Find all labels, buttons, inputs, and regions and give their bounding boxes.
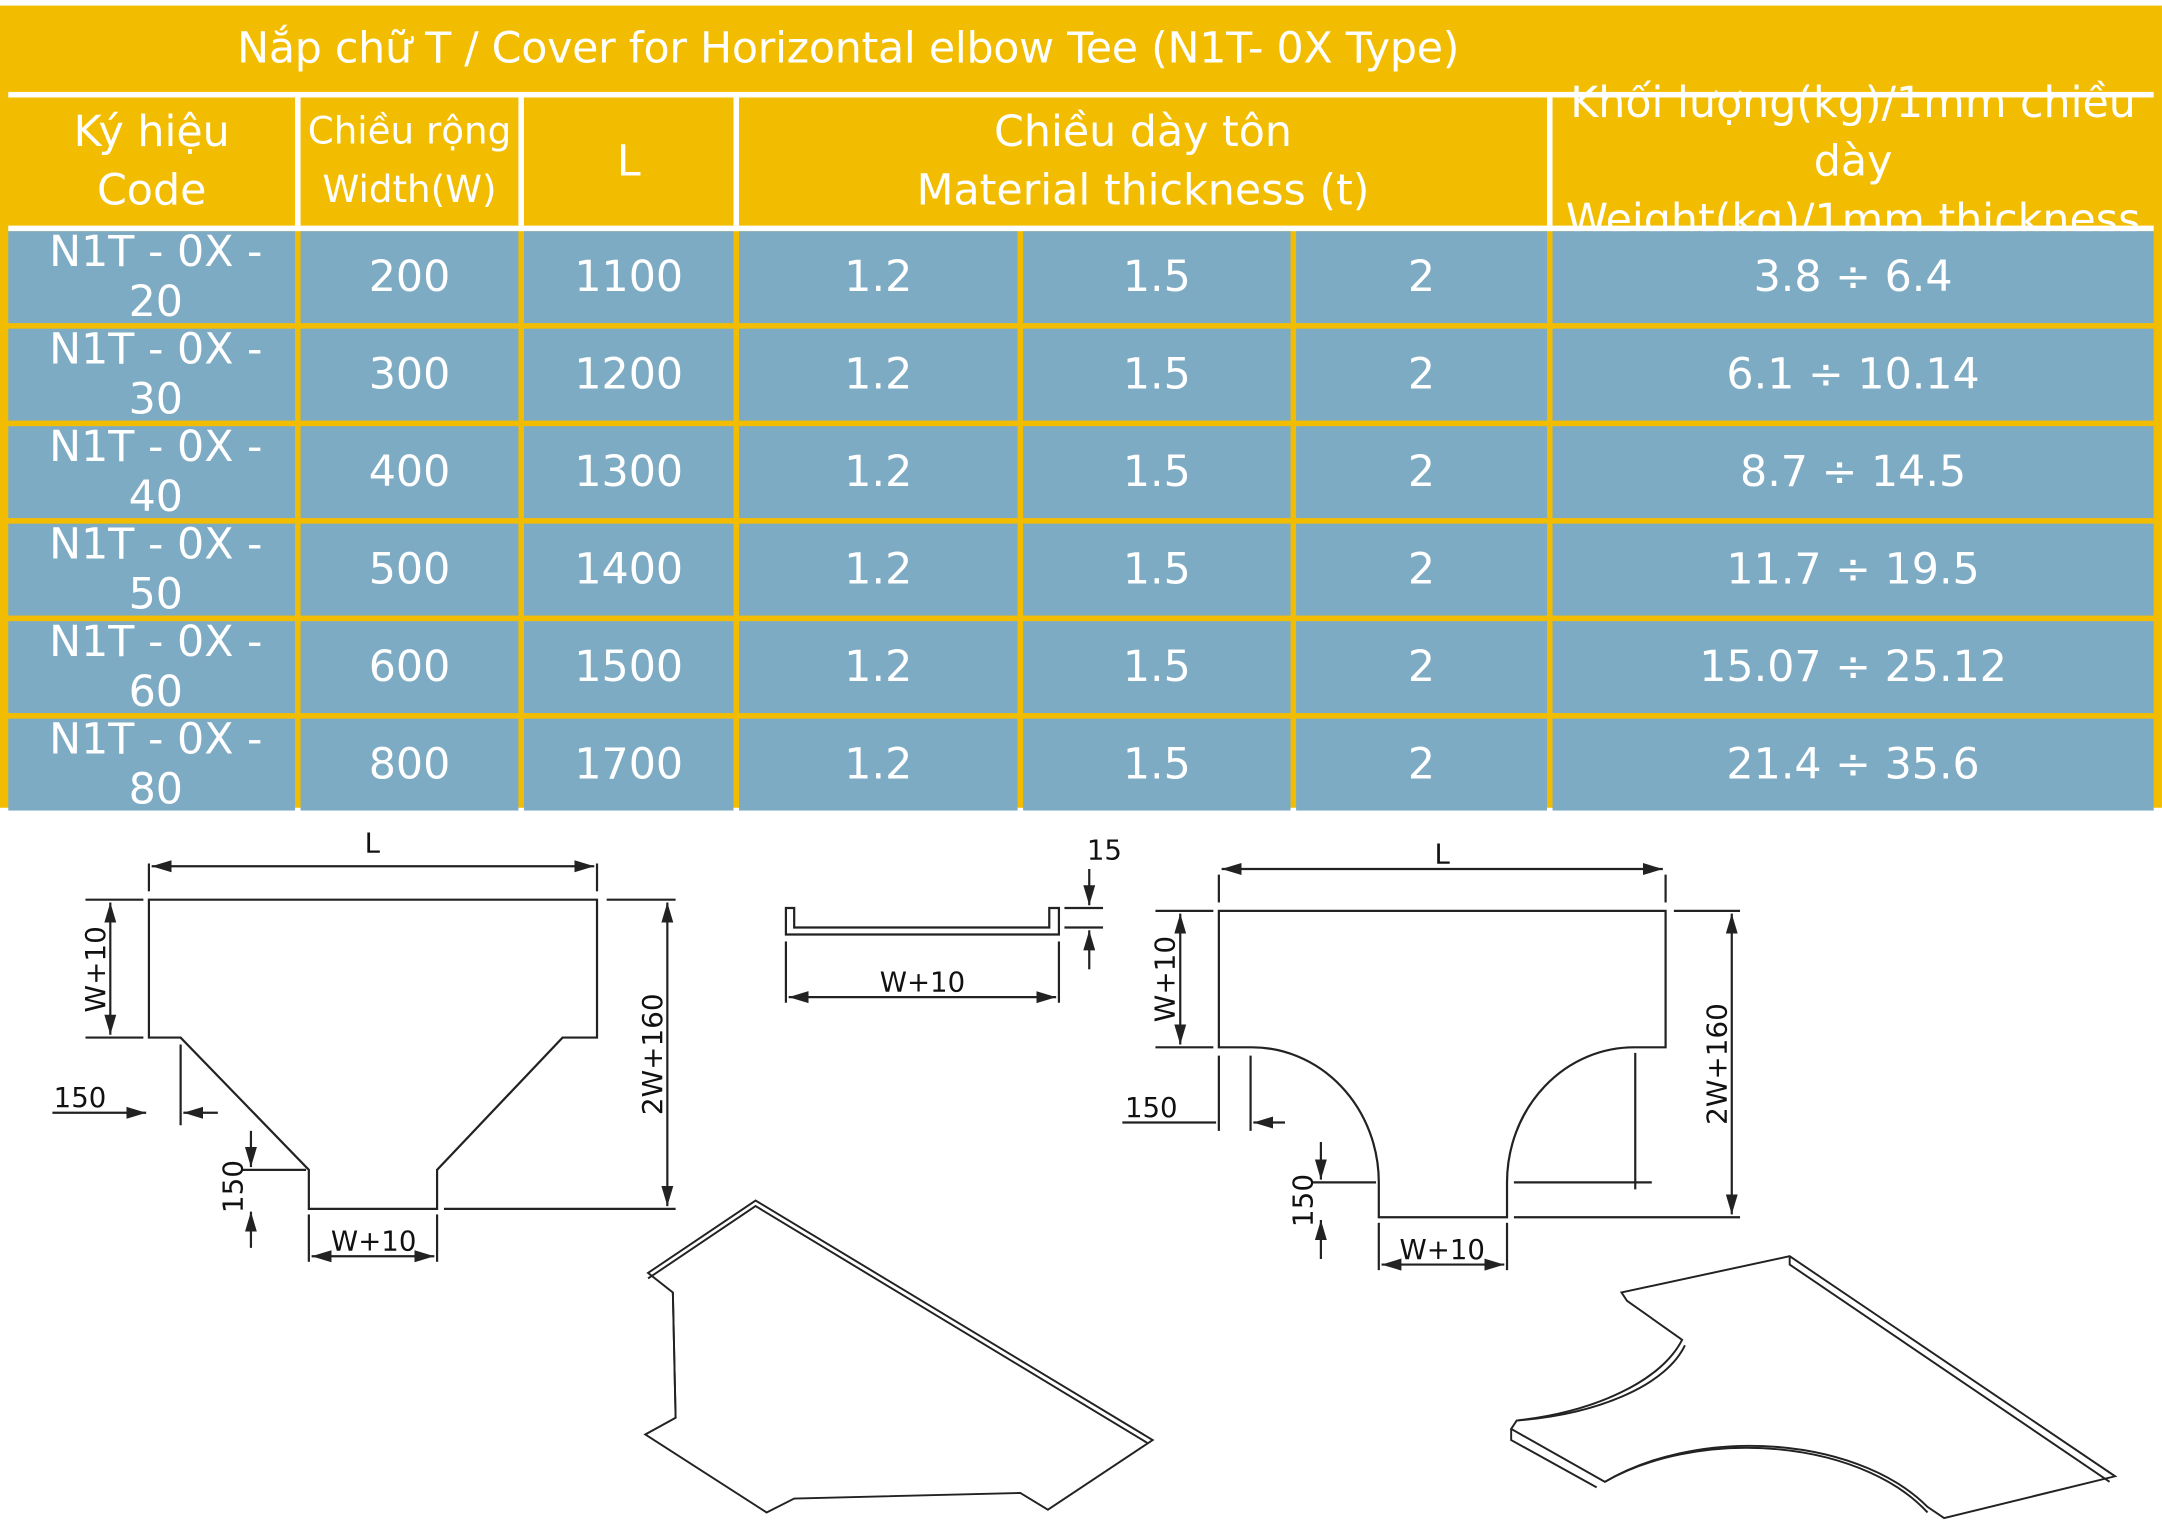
- left-dim-length: L: [365, 826, 381, 859]
- cell-weight: 8.7 ÷ 14.5: [1552, 426, 2154, 519]
- header-code: Ký hiệu Code: [8, 97, 295, 225]
- cell-thickness-3: 2: [1296, 621, 1548, 714]
- left-plan-view: [52, 860, 676, 1263]
- header-width-en: Width(W): [322, 168, 497, 212]
- right-isometric-view: [1509, 1255, 2118, 1520]
- right-dim-offset: 150: [1125, 1091, 1178, 1124]
- cell-weight: 6.1 ÷ 10.14: [1552, 328, 2154, 421]
- right-plan-view: [1122, 863, 1741, 1271]
- left-dim-bottom: W+10: [331, 1225, 416, 1258]
- right-dim-bottom: W+10: [1400, 1233, 1485, 1266]
- header-code-vi: Ký hiệu: [73, 107, 230, 158]
- cell-width: 500: [300, 523, 519, 616]
- cell-width: 800: [300, 718, 519, 811]
- cell-thickness-1: 1.2: [739, 231, 1018, 324]
- cell-thickness-2: 1.5: [1023, 718, 1291, 811]
- cell-length: 1300: [523, 426, 734, 519]
- cell-thickness-2: 1.5: [1023, 426, 1291, 519]
- cell-code: N1T - 0X - 60: [8, 617, 296, 717]
- right-plan-outline: [1217, 909, 1667, 1219]
- cell-width: 300: [300, 328, 519, 421]
- section-view: [784, 869, 1104, 1004]
- header-divider: [518, 97, 524, 226]
- cell-width: 600: [300, 621, 519, 714]
- cell-weight: 21.4 ÷ 35.6: [1552, 718, 2154, 811]
- header-width: Chiều rộng Width(W): [301, 97, 519, 225]
- cell-thickness-1: 1.2: [739, 523, 1018, 616]
- header-bottom-divider: [8, 225, 2154, 232]
- cell-code: N1T - 0X - 50: [8, 519, 296, 620]
- cell-code: N1T - 0X - 30: [8, 324, 296, 425]
- cell-length: 1500: [523, 621, 734, 714]
- cell-thickness-1: 1.2: [739, 718, 1018, 811]
- cell-thickness-1: 1.2: [739, 426, 1018, 519]
- spec-table: Nắp chữ T / Cover for Horizontal elbow T…: [0, 5, 2162, 815]
- cell-weight: 11.7 ÷ 19.5: [1552, 523, 2154, 616]
- right-dim-length: L: [1435, 837, 1451, 870]
- left-plan-outline: [147, 898, 599, 1210]
- header-width-vi: Chiều rộng: [307, 110, 512, 154]
- header-weight-vi: Khối lượng(kg)/1mm chiều dày: [1570, 77, 2136, 187]
- header-divider: [1547, 97, 1553, 226]
- left-dim-side: W+10: [79, 926, 112, 1012]
- left-isometric-outline: [643, 1199, 1155, 1514]
- section-outline: [784, 906, 1061, 936]
- header-divider: [295, 97, 301, 226]
- cell-thickness-3: 2: [1296, 231, 1548, 324]
- cell-length: 1700: [523, 718, 734, 811]
- cell-thickness-2: 1.5: [1023, 231, 1291, 324]
- cell-length: 1400: [523, 523, 734, 616]
- left-dim-offset: 150: [54, 1081, 107, 1114]
- cell-weight: 15.07 ÷ 25.12: [1552, 621, 2154, 714]
- cell-thickness-1: 1.2: [739, 621, 1018, 714]
- cell-code: N1T - 0X - 40: [8, 422, 296, 522]
- cell-weight: 3.8 ÷ 6.4: [1552, 231, 2154, 324]
- cell-length: 1200: [523, 328, 734, 421]
- cell-length: 1100: [523, 231, 734, 324]
- technical-drawings: L W+10 2W+160 150 150 W+10 15 W+10 L W+1…: [52, 826, 2118, 1520]
- cell-thickness-3: 2: [1296, 426, 1548, 519]
- cell-code: N1T - 0X - 80: [8, 714, 296, 815]
- cell-thickness-3: 2: [1296, 328, 1548, 421]
- table-title: Nắp chữ T / Cover for Horizontal elbow T…: [237, 23, 1460, 74]
- cell-thickness-2: 1.5: [1023, 328, 1291, 421]
- header-length: L: [616, 136, 641, 187]
- header-thickness-vi: Chiều dày tôn: [994, 107, 1293, 158]
- right-dim-side: W+10: [1149, 936, 1182, 1022]
- cell-thickness-2: 1.5: [1023, 621, 1291, 714]
- cell-width: 200: [300, 231, 519, 324]
- cell-code: N1T - 0X - 20: [8, 227, 296, 327]
- title-divider: [8, 91, 2154, 98]
- cell-thickness-1: 1.2: [739, 328, 1018, 421]
- right-isometric-outline: [1509, 1255, 2118, 1520]
- cell-width: 400: [300, 426, 519, 519]
- cell-thickness-3: 2: [1296, 523, 1548, 616]
- header-divider: [733, 97, 740, 226]
- header-thickness-en: Material thickness (t): [916, 165, 1370, 216]
- header-weight: Khối lượng(kg)/1mm chiều dày Weight(kg)/…: [1553, 78, 2154, 245]
- left-dim-neck: 150: [217, 1160, 250, 1213]
- section-dim-lip: 15: [1087, 833, 1122, 866]
- left-dim-height: 2W+160: [636, 993, 669, 1115]
- header-code-en: Code: [96, 165, 207, 216]
- cell-thickness-2: 1.5: [1023, 523, 1291, 616]
- left-isometric-view: [643, 1199, 1155, 1514]
- section-dim-width: W+10: [880, 965, 965, 998]
- header-thickness: Chiều dày tôn Material thickness (t): [739, 97, 1547, 225]
- right-dim-neck: 150: [1287, 1174, 1320, 1227]
- right-dim-height: 2W+160: [1700, 1003, 1733, 1125]
- cell-thickness-3: 2: [1296, 718, 1548, 811]
